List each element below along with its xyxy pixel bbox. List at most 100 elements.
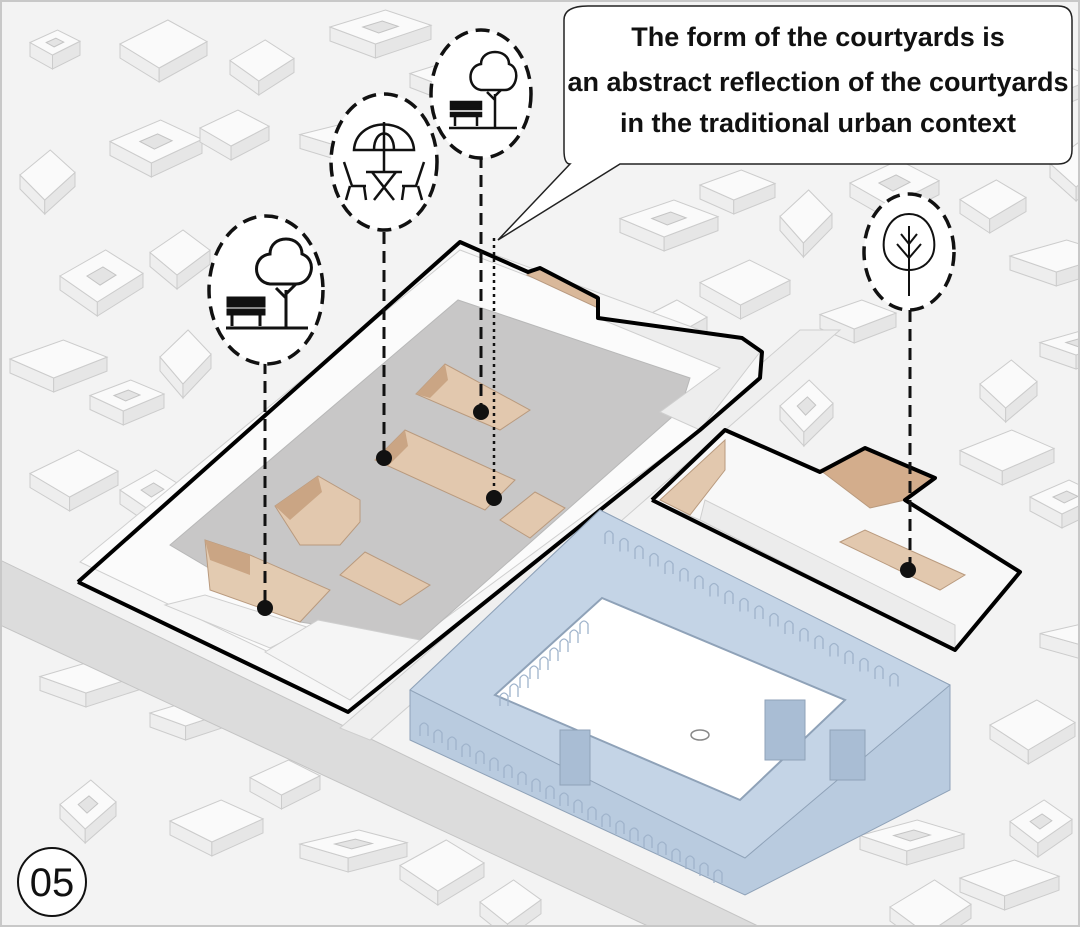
context-building: [19, 149, 76, 216]
central-fountain: [690, 729, 710, 741]
arch: [657, 841, 667, 855]
context-building: [8, 339, 109, 393]
context-building: [1008, 239, 1080, 287]
arch: [475, 750, 485, 764]
arch: [549, 647, 559, 661]
context-building: [1028, 479, 1080, 529]
arch: [754, 605, 764, 619]
context-building: [979, 359, 1038, 424]
arch: [709, 582, 719, 597]
context-building: [1039, 623, 1080, 660]
east-courtyard-left: [659, 438, 726, 516]
context-building: [958, 429, 1056, 486]
bench-and-tree-icon: [207, 214, 325, 366]
arch: [587, 806, 597, 820]
tree-icon: [862, 192, 956, 312]
context-building: [28, 29, 82, 70]
context-building: [698, 259, 792, 320]
sunken-courtyards: [204, 363, 566, 623]
callout-line-2: an abstract reflection of the courtyards: [567, 67, 1068, 97]
arch: [529, 665, 539, 679]
arch: [615, 820, 625, 834]
callout-bubble: The form of the courtyards is an abstrac…: [497, 5, 1073, 241]
context-building: [159, 329, 212, 400]
arch: [559, 792, 569, 806]
context-building: [149, 229, 211, 291]
arch: [874, 665, 884, 679]
step-number: 05: [30, 861, 75, 905]
context-building: [168, 799, 265, 857]
context-building: [88, 379, 166, 426]
arch: [419, 722, 429, 736]
historic-tower-a: [559, 729, 591, 786]
historic-building: [409, 509, 951, 896]
arch: [713, 869, 723, 883]
arch: [517, 771, 527, 785]
arch: [799, 627, 809, 642]
arch: [634, 545, 644, 559]
arch: [679, 567, 689, 582]
arch: [694, 575, 704, 589]
arch: [859, 657, 869, 672]
arch: [769, 612, 779, 627]
arch: [569, 629, 579, 643]
leader-dot-2: [376, 450, 392, 466]
arch: [519, 674, 529, 688]
courtyard-c-wall: [275, 476, 322, 520]
context-building: [59, 249, 144, 317]
context-building: [399, 839, 485, 906]
arch: [545, 785, 555, 799]
arch: [664, 560, 674, 574]
context-building: [118, 19, 209, 83]
arch: [447, 736, 457, 750]
arch: [433, 729, 443, 743]
arch: [489, 757, 499, 771]
arch: [601, 813, 611, 827]
east-block-outline: [650, 428, 1022, 652]
context-building: [28, 449, 120, 512]
arch: [814, 635, 824, 649]
front-terrace-right: [264, 619, 422, 701]
arch: [649, 552, 659, 567]
context-building: [858, 819, 966, 866]
context-building: [618, 199, 720, 252]
courtyard-a-wall: [416, 364, 448, 398]
main-block-outline: [76, 240, 764, 714]
courtyard-f-wall: [205, 540, 250, 575]
arch: [724, 590, 734, 604]
callout-shape: [497, 5, 1073, 241]
arch: [573, 799, 583, 813]
context-building: [108, 119, 204, 178]
main-project-block: [76, 240, 764, 714]
historic-tower-b: [764, 699, 806, 761]
leader-lines: [257, 156, 916, 616]
arch: [685, 855, 695, 869]
context-building: [989, 699, 1076, 765]
arch: [629, 827, 639, 841]
context-building: [959, 179, 1027, 234]
callout-line-3: in the traditional urban context: [620, 108, 1016, 138]
leader-dot-5: [900, 562, 916, 578]
context-building: [698, 169, 777, 215]
context-building: [779, 379, 834, 448]
context-building: [59, 779, 117, 845]
umbrella-table-icon: [329, 92, 439, 232]
context-building: [328, 9, 433, 59]
context-building: [248, 759, 322, 810]
arch: [559, 638, 569, 652]
arch: [671, 848, 681, 862]
arch: [499, 692, 509, 706]
context-building: [779, 189, 833, 259]
courtyard-d: [499, 491, 566, 539]
arch: [739, 597, 749, 612]
arch: [619, 537, 629, 552]
historic-courtyard: [493, 596, 847, 802]
arch: [531, 778, 541, 792]
arcade: [419, 530, 899, 883]
courtyard-e: [339, 551, 431, 606]
arch: [643, 834, 653, 848]
arch: [889, 672, 899, 687]
east-project-block: [650, 428, 1022, 652]
historic-tower-c: [829, 729, 866, 781]
